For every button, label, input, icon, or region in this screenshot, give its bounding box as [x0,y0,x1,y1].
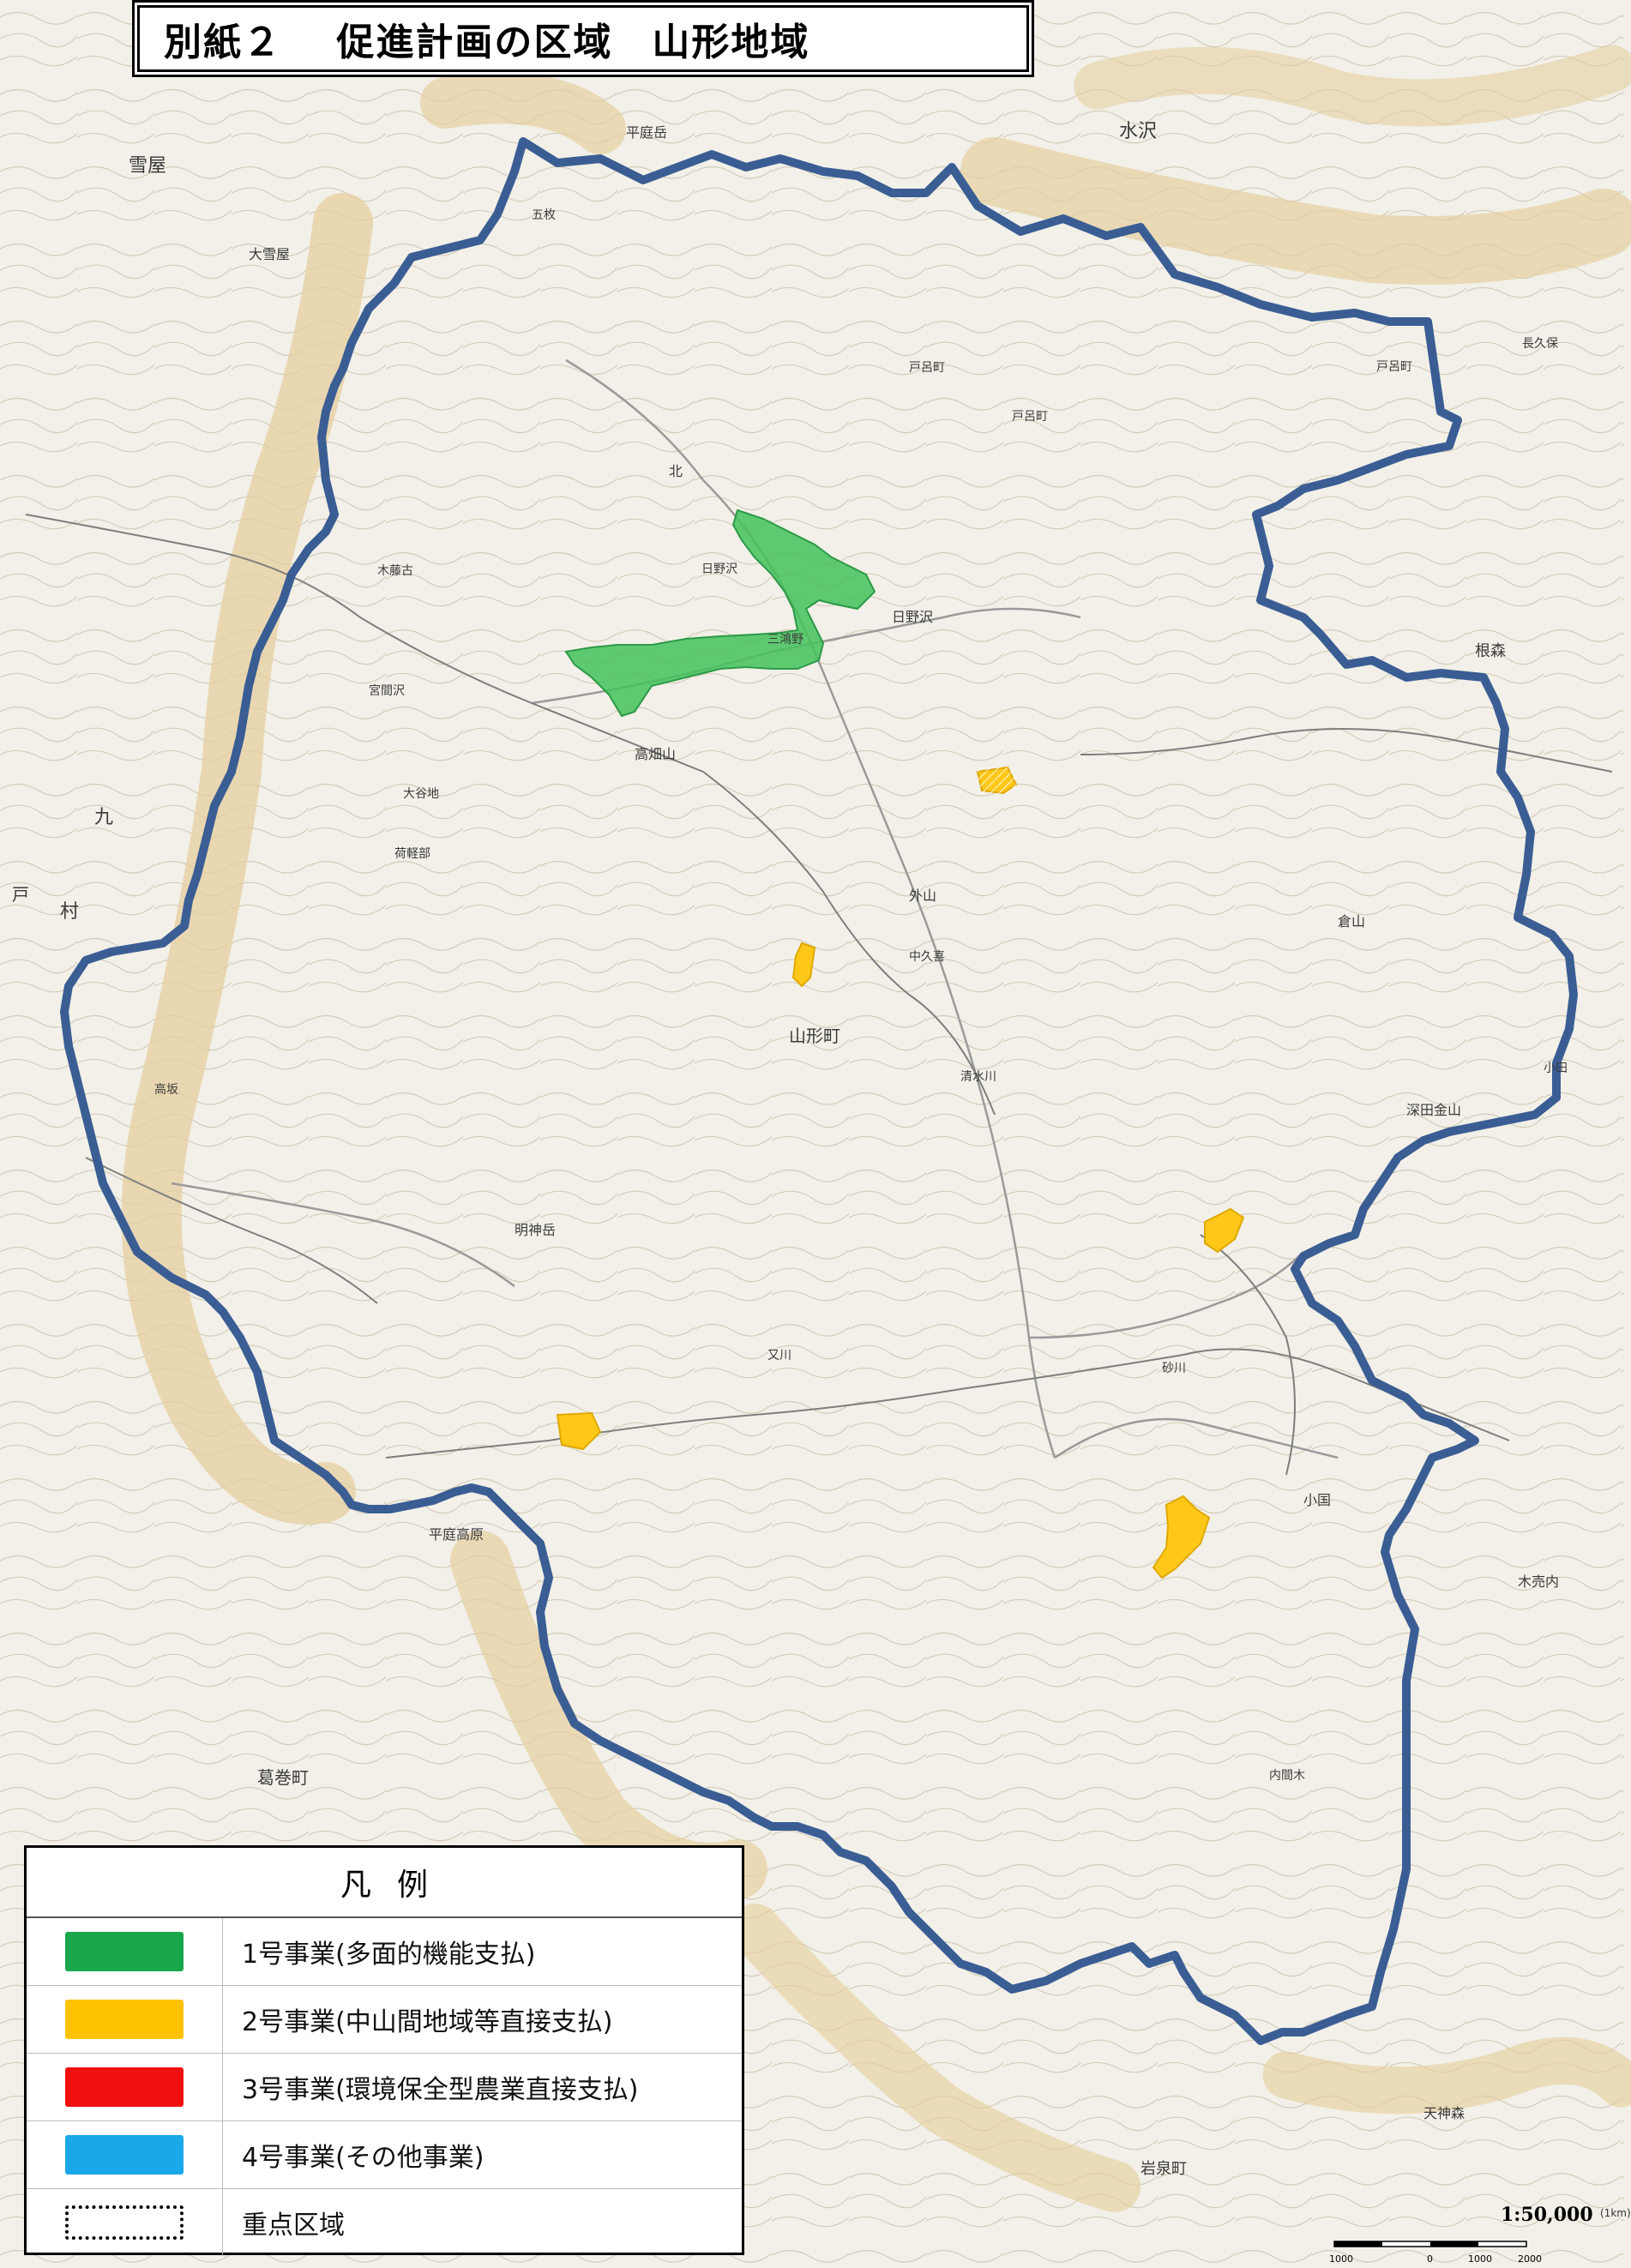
roads [25,514,1613,1476]
place-label: 倉山 [1338,913,1365,929]
legend-label: 重点区域 [242,2211,345,2241]
legend-label: 2号事業(中山間地域等直接支払) [242,2007,613,2037]
place-label: 砂川 [1162,1362,1186,1375]
legend-item-priority-zone: 重点区域 [27,2189,742,2256]
place-label: 三鴻野 [767,633,803,647]
ridge-shading [121,45,1631,2212]
scale-tick: 1000 [1468,2253,1492,2265]
place-label: 九 [94,807,113,828]
red-swatch [65,2067,184,2107]
place-label: 平庭高原 [429,1526,484,1543]
place-label: 小国 [1303,1492,1331,1508]
legend-item-program1: 1号事業(多面的機能支払) [27,1918,742,1986]
place-label: 葛巻町 [257,1767,309,1788]
place-label: 大雪屋 [249,246,290,262]
place-label: 山形町 [789,1026,840,1046]
place-label: 戸呂町 [1376,360,1412,374]
place-label: 清水川 [960,1070,996,1084]
place-label: 深田金山 [1406,1102,1461,1118]
place-label: 木藤古 [377,564,413,578]
place-label: 宮間沢 [369,684,405,698]
legend: 凡例 1号事業(多面的機能支払) 2号事業(中山間地域等直接支払) 3号事業(環… [24,1845,744,2256]
yellow-swatch [65,2000,184,2039]
place-label: 雪屋 [129,155,166,177]
place-label: 北 [669,463,683,479]
scale-unit: (1km) [1600,2207,1631,2219]
map-title: 別紙２ 促進計画の区域 山形地域 [164,21,810,64]
place-label: 戸 [12,884,29,905]
place-label: 日野沢 [892,609,933,625]
place-label: 水沢 [1119,121,1157,142]
place-label: 小田 [1544,1062,1568,1075]
place-label: 根森 [1475,642,1506,660]
scale-tick: 0 [1427,2253,1433,2265]
legend-item-program2: 2号事業(中山間地域等直接支払) [27,1986,742,2054]
place-label: 平庭岳 [626,124,667,141]
place-label: 戸呂町 [909,361,945,375]
place-label: 五枚 [532,208,556,222]
place-label: 戸呂町 [1012,410,1048,424]
place-label: 高坂 [154,1082,178,1097]
legend-label: 4号事業(その他事業) [242,2143,484,2173]
place-label: 又川 [767,1349,791,1363]
place-label: 木売内 [1518,1573,1559,1590]
legend-item-program4: 4号事業(その他事業) [27,2121,742,2189]
legend-label: 1号事業(多面的機能支払) [242,1940,536,1970]
area-boundary [60,137,1578,2045]
legend-header: 凡例 [27,1848,742,1918]
place-label: 村 [60,901,79,923]
scale-ratio: 1:50,000 [1501,2204,1593,2226]
place-label: 荷軽部 [394,847,430,861]
place-label: 日野沢 [701,562,737,576]
place-label: 中久喜 [909,950,945,964]
place-labels: 雪屋 大雪屋 九 村 戸 五枚 北 日野沢 三鴻野 戸呂町 戸呂町 木藤古 宮間… [12,121,1568,2178]
place-label: 大谷地 [403,787,439,801]
scale-tick: 1000 [1329,2253,1353,2265]
map-title-box: 別紙２ 促進計画の区域 山形地域 [137,5,1029,72]
dotted-border-swatch [65,2205,184,2240]
place-label: 内間木 [1269,1769,1305,1783]
legend-item-program3: 3号事業(環境保全型農業直接支払) [27,2054,742,2121]
place-label: 明神岳 [515,1222,556,1238]
program1-area [564,508,876,718]
place-label: 外山 [909,887,936,904]
legend-title: 凡例 [340,1868,454,1903]
green-swatch [65,1932,184,1971]
place-label: 高畑山 [635,746,676,762]
place-label: 岩泉町 [1140,2160,1187,2178]
legend-label: 3号事業(環境保全型農業直接支払) [242,2075,639,2105]
place-label: 天神森 [1423,2105,1465,2121]
program2-hatch [978,767,1016,793]
scale-tick: 2000 [1518,2253,1542,2265]
scale-bar: 1000 0 1000 2000 [1329,2241,1542,2265]
blue-swatch [65,2135,184,2175]
place-label: 長久保 [1522,337,1558,351]
scale: 1:50,000 (1km) [1338,2204,1631,2264]
